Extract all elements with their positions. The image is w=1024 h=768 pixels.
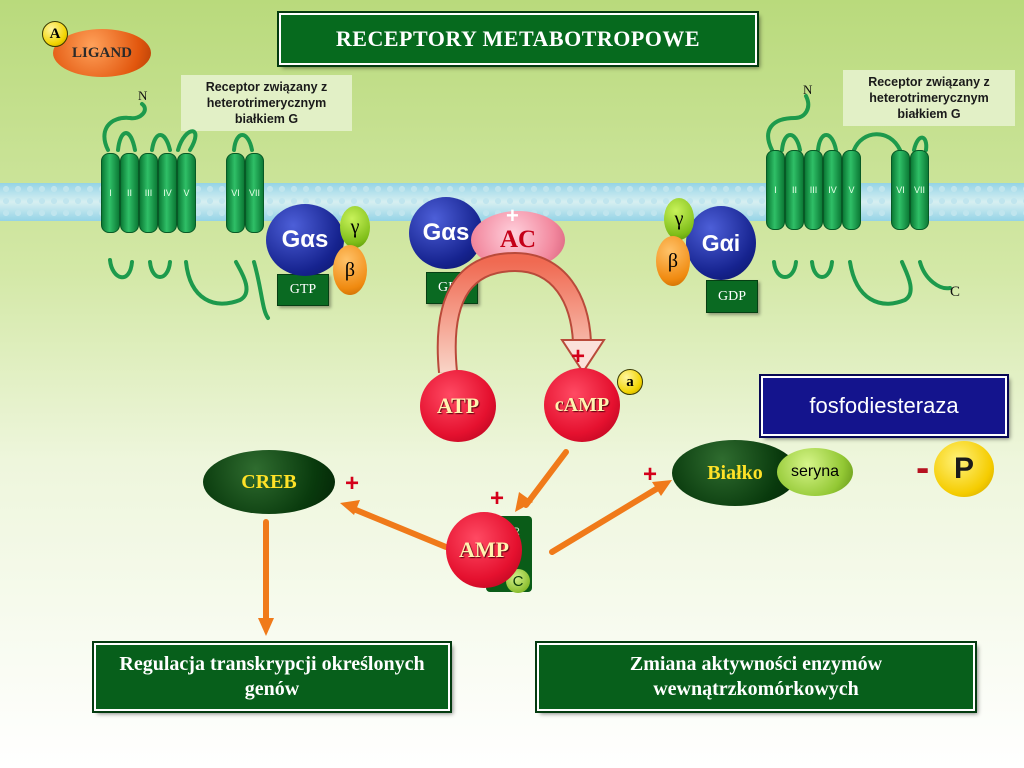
plus-creb: + — [345, 470, 360, 497]
gamma-subunit-left: γ — [340, 206, 370, 248]
helix-left-2: II — [120, 153, 139, 233]
receptor-note-right: Receptor związany z heterotrimerycznym b… — [843, 70, 1015, 126]
plus-camp: + — [571, 343, 586, 370]
c-terminal-right: C — [950, 284, 961, 300]
g-alpha-i: Gαi — [686, 206, 756, 280]
minus-sign: - — [916, 446, 930, 490]
helix-right-7: VII — [910, 150, 929, 230]
ligand-label: LIGAND — [71, 44, 132, 61]
result-transcription: Regulacja transkrypcji określonych genów — [92, 641, 452, 713]
badge-a-lower: a — [617, 369, 643, 395]
phosphodiesterase-box: fosfodiesteraza — [759, 374, 1009, 438]
plus-bialko: + — [643, 461, 658, 488]
protein-oval: Białko — [672, 440, 798, 506]
page-title: RECEPTORY METABOTROPOWE — [277, 11, 759, 67]
helix-left-1: I — [101, 153, 120, 233]
atp-ball: ATP — [420, 370, 496, 442]
gamma-subunit-right: γ — [664, 198, 694, 240]
helix-right-3: III — [804, 150, 823, 230]
helix-left-5: V — [177, 153, 196, 233]
plus-ac: + — [506, 203, 519, 228]
receptor-note-left: Receptor związany z heterotrimerycznym b… — [181, 75, 352, 131]
phosphate-ball: P — [934, 441, 994, 497]
serine-oval: seryna — [777, 448, 853, 496]
camp-ball: cAMP — [544, 368, 620, 442]
result-enzymes: Zmiana aktywności enzymów wewnątrzkomórk… — [535, 641, 977, 713]
helix-right-4: IV — [823, 150, 842, 230]
helix-right-1: I — [766, 150, 785, 230]
helix-left-7: VII — [245, 153, 264, 233]
amp-ball: AMP — [446, 512, 522, 588]
helix-right-6: VI — [891, 150, 910, 230]
creb-oval: CREB — [203, 450, 335, 514]
helix-left-6: VI — [226, 153, 245, 233]
helix-left-4: IV — [158, 153, 177, 233]
beta-subunit-left: β — [333, 245, 367, 295]
g-alpha-s-left: Gαs — [266, 204, 344, 276]
helix-left-3: III — [139, 153, 158, 233]
helix-right-5: V — [842, 150, 861, 230]
helix-right-2: II — [785, 150, 804, 230]
beta-subunit-right: β — [656, 236, 690, 286]
g-alpha-s-middle: Gαs — [409, 197, 483, 269]
badge-a: A — [42, 21, 68, 47]
ligand-oval: LIGAND — [53, 29, 151, 77]
n-terminal-right: N — [803, 82, 813, 97]
n-terminal-left: N — [138, 88, 148, 103]
plus-amp: + — [490, 485, 505, 512]
gdp-box-right: GDP — [706, 280, 758, 313]
